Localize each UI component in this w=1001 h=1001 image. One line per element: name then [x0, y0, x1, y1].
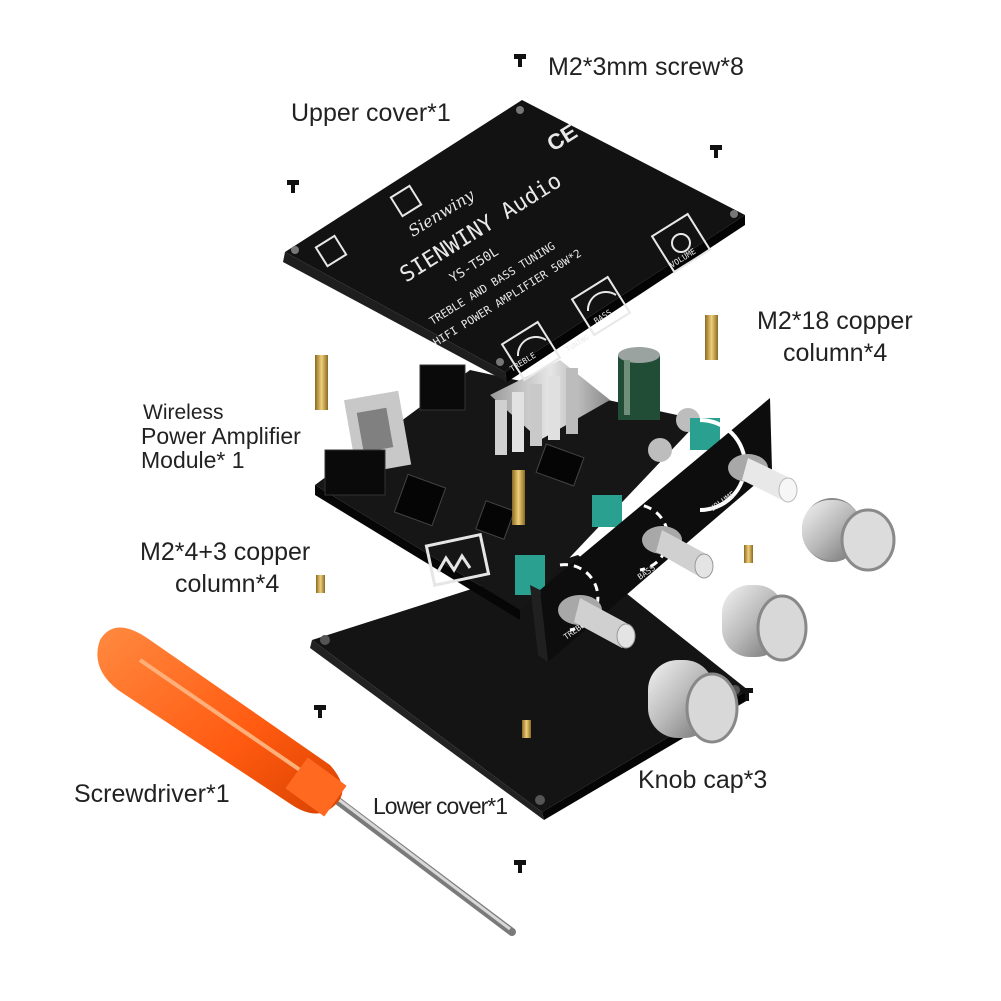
heatsink — [490, 360, 610, 455]
screw — [287, 54, 753, 873]
copper-column-long — [315, 315, 718, 525]
copper-18-label-line2: column*4 — [783, 339, 888, 367]
potentiometer-volume — [728, 454, 798, 503]
screws-label: M2*3mm screw*8 — [548, 53, 744, 81]
usb-icon — [314, 234, 348, 268]
copper-18-label-line1: M2*18 copper — [757, 307, 913, 335]
module-label-line3: Module* 1 — [141, 447, 245, 473]
module-label-line1: Wireless — [143, 401, 224, 424]
upper-cover: Sienwiny SIENWINY Audio YS-T50L TREBLE A… — [283, 100, 745, 382]
screwdriver-label: Screwdriver*1 — [74, 780, 230, 808]
module-label-line2: Power Amplifier — [141, 423, 301, 449]
copper-43-label-line1: M2*4+3 copper — [140, 538, 311, 566]
screwdriver — [97, 627, 516, 936]
copper-43-label-line2: column*4 — [175, 570, 280, 598]
antenna-trace — [424, 532, 491, 587]
knob-cap — [722, 585, 808, 662]
upper-cover-label: Upper cover*1 — [291, 99, 451, 127]
amplifier-module — [315, 347, 720, 620]
knob-cap-label: Knob cap*3 — [638, 766, 768, 794]
capacitor — [618, 347, 700, 462]
knob-cap — [648, 660, 739, 744]
teal-connector — [592, 495, 622, 527]
power-jack — [419, 364, 466, 411]
lower-cover-label: Lower cover*1 — [373, 793, 508, 819]
copper-column-short — [316, 545, 753, 738]
teal-connector — [515, 555, 545, 595]
treble-icon — [500, 320, 562, 382]
volume-icon — [650, 212, 712, 274]
knob-cap — [802, 498, 896, 572]
aux-icon — [389, 184, 423, 218]
audio-jack — [324, 449, 386, 496]
bass-icon — [570, 275, 632, 337]
potentiometer-treble — [558, 595, 636, 649]
potentiometer-bass — [642, 526, 714, 579]
